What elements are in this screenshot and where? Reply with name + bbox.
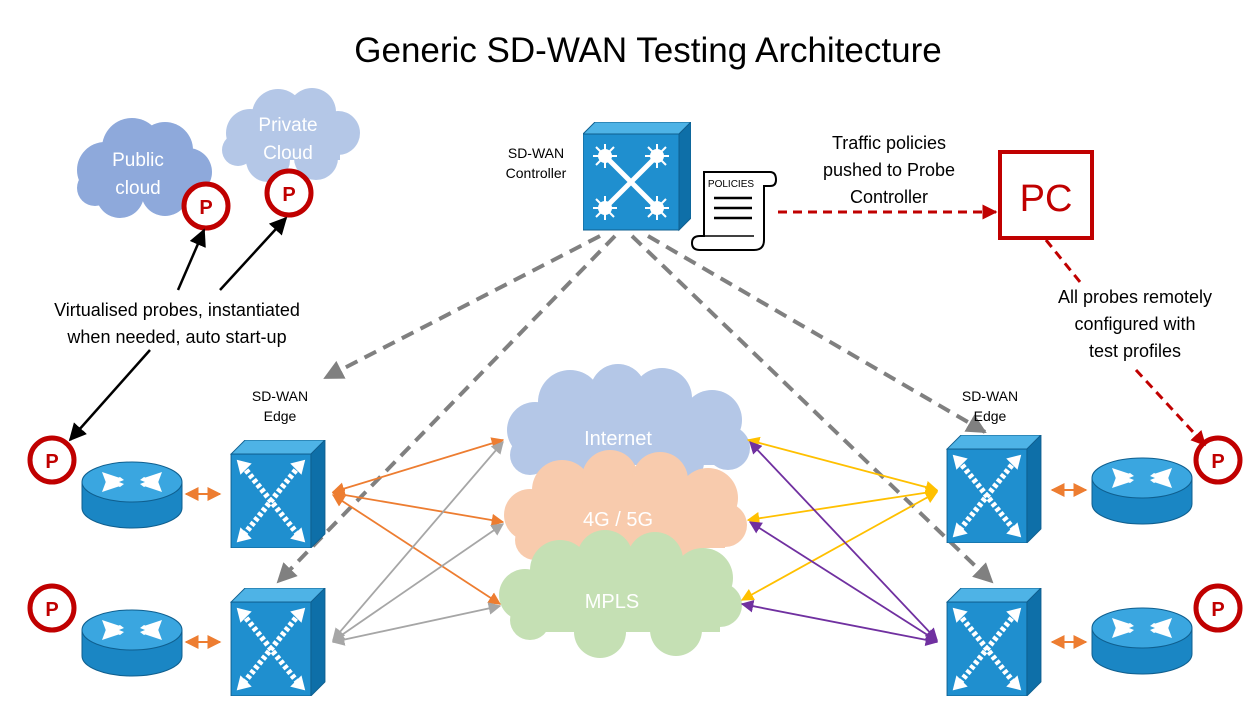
traffic-policies-note-1: Traffic policies [832,133,946,153]
probe-right-1: P [1193,435,1243,485]
public-cloud-label-2: cloud [115,178,160,199]
virtual-probe-arrows [68,216,288,442]
mpls-cloud-label: MPLS [585,591,639,613]
right-edge2-links [740,441,939,647]
sdwan-controller [583,122,691,230]
virtual-probes-note-2: when needed, auto start-up [66,327,286,347]
edge-right-label-1: SD-WAN [962,388,1018,404]
controller-label-1: SD-WAN [508,145,564,161]
controller-label-2: Controller [506,165,567,181]
traffic-policies-note-2: pushed to Probe [823,160,955,180]
remote-config-note-2: configured with [1074,314,1195,334]
probe-label: P [45,451,58,473]
virtual-probes-note-1: Virtualised probes, instantiated [54,300,300,320]
probe-controller-label: PC [1020,178,1073,220]
probe-controller-box [998,150,1094,240]
router-right-1 [1091,457,1193,525]
left-edge2-links [331,441,505,646]
private-cloud [222,88,360,182]
edge-left-label-2: Edge [264,408,297,424]
private-cloud-label-1: Private [258,115,317,136]
probe-label: P [282,184,295,206]
traffic-policies-note-3: Controller [850,187,928,207]
public-cloud-label-1: Public [112,150,164,171]
sdwan-edge-left-1 [231,440,325,548]
probe-label: P [199,197,212,219]
internet-cloud-label: Internet [584,428,652,450]
probe-left-2: P [27,583,77,633]
private-cloud-label-2: Cloud [263,143,313,164]
cellular-cloud-label: 4G / 5G [583,509,653,531]
remote-config-note-1: All probes remotely [1058,287,1212,307]
remote-config-arrow [1044,239,1207,447]
edge-right-label-2: Edge [974,408,1007,424]
router-right-2 [1091,607,1193,675]
probe-public-cloud: P [181,181,231,231]
sdwan-edge-left-2 [231,588,325,696]
policies-label: POLICIES [708,179,754,190]
probe-private-cloud: P [264,168,314,218]
remote-config-note-3: test profiles [1089,341,1181,361]
diagram-title: Generic SD-WAN Testing Architecture [354,31,941,70]
probe-right-2: P [1193,583,1243,633]
left-edge1-links [331,437,505,605]
sdwan-edge-right-1 [947,435,1041,543]
router-left-1 [81,461,183,529]
probe-label: P [45,599,58,621]
mpls-cloud [499,530,742,658]
probe-left-1: P [27,435,77,485]
public-cloud [77,118,212,218]
router-edge-links [184,483,1088,649]
probe-label: P [1211,599,1224,621]
router-left-2 [81,609,183,677]
edge-left-label-1: SD-WAN [252,388,308,404]
probe-label: P [1211,451,1224,473]
policies-document: POLICIES [690,171,778,251]
sdwan-edge-right-2 [947,588,1041,696]
document-lines-icon [714,196,752,220]
